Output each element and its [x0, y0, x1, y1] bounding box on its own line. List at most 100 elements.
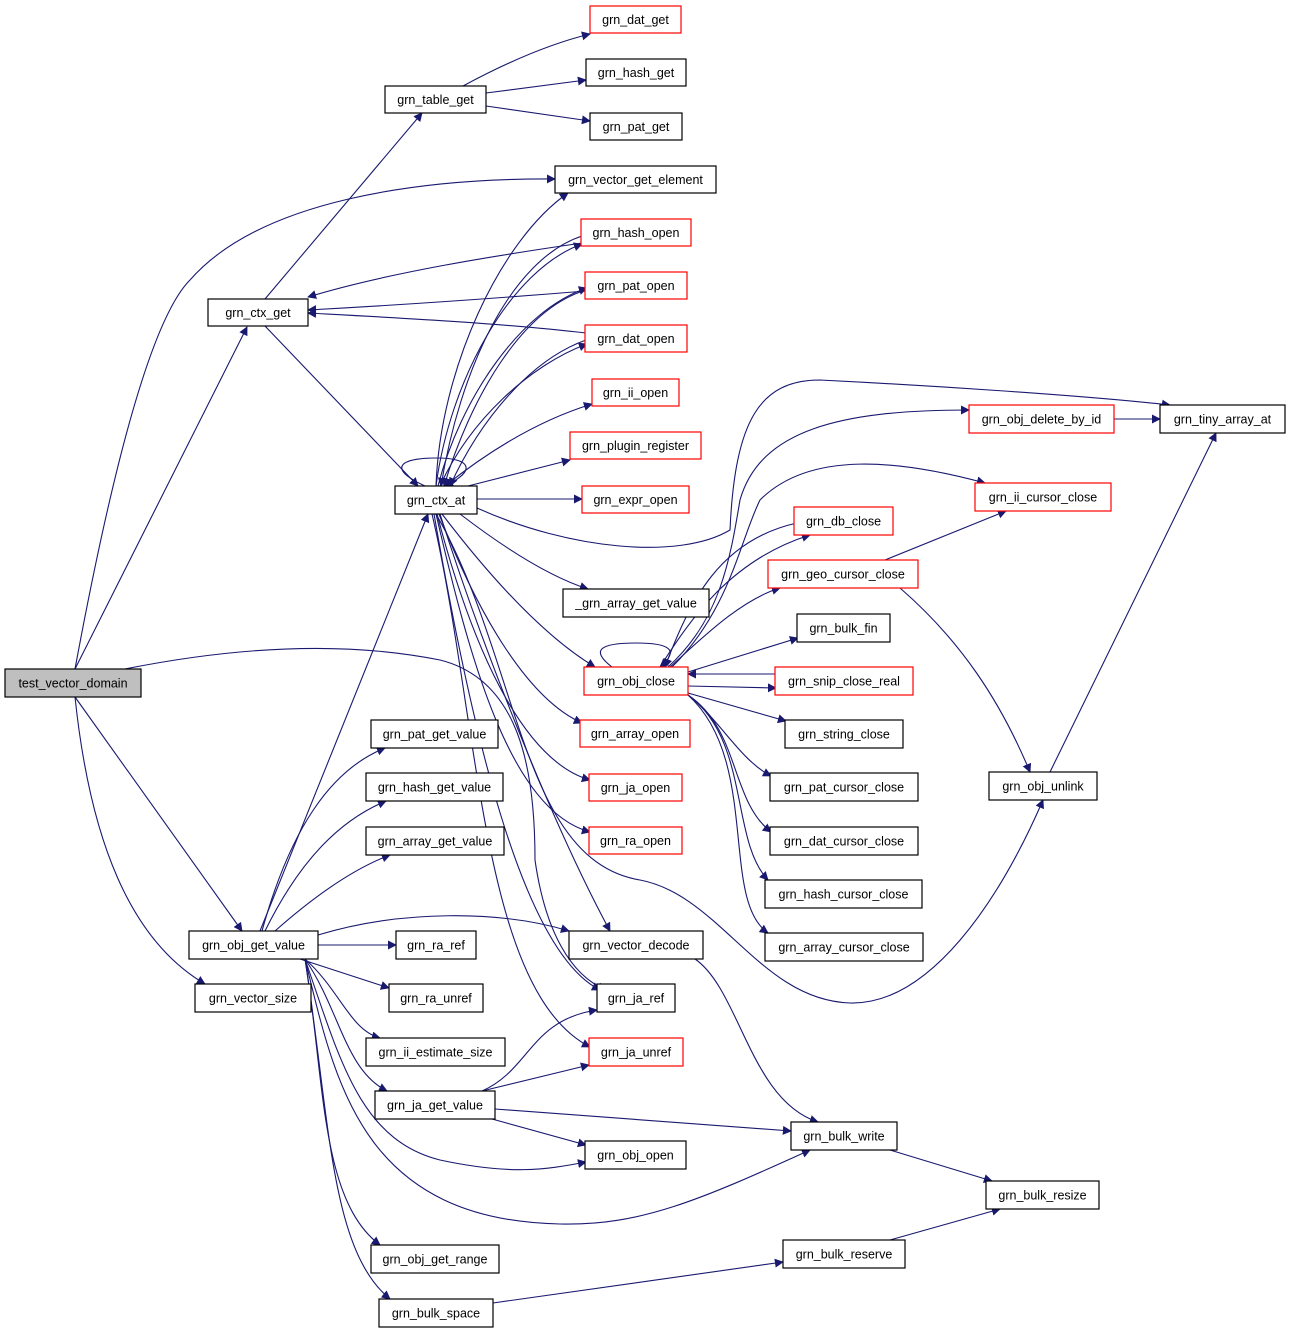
node-box[interactable] — [782, 1239, 906, 1269]
node-box[interactable] — [784, 719, 904, 749]
node-box[interactable] — [378, 1298, 494, 1328]
node-box[interactable] — [588, 773, 683, 802]
node-grn-table-get[interactable]: grn_table_get — [384, 85, 487, 114]
node-grn-hash-get-value[interactable]: grn_hash_get_value — [365, 772, 504, 802]
node-box[interactable] — [591, 378, 680, 407]
node-box[interactable] — [584, 324, 688, 353]
node-grn-vector-decode[interactable]: grn_vector_decode — [568, 930, 704, 960]
node-grn-obj-get-value[interactable]: grn_obj_get_value — [188, 930, 319, 960]
node-box[interactable] — [365, 1037, 506, 1067]
node-box[interactable] — [568, 930, 704, 960]
node-grn-dat-cursor-close[interactable]: grn_dat_cursor_close — [769, 826, 919, 856]
node-grn-obj-unlink[interactable]: grn_obj_unlink — [988, 771, 1098, 801]
node-box[interactable] — [596, 983, 676, 1013]
node-box[interactable] — [764, 932, 924, 962]
node-box[interactable] — [370, 1244, 500, 1274]
node-box[interactable] — [569, 431, 702, 460]
node-box[interactable] — [769, 772, 919, 802]
node-box[interactable] — [974, 482, 1112, 512]
node-box[interactable] — [388, 983, 484, 1013]
node-box[interactable] — [985, 1180, 1100, 1210]
node-grn-hash-open[interactable]: grn_hash_open — [580, 218, 692, 247]
node-box[interactable] — [554, 165, 717, 194]
node-test-vector-domain[interactable]: test_vector_domain — [4, 668, 142, 698]
node-box[interactable] — [581, 485, 690, 514]
node-grn-ja-ref[interactable]: grn_ja_ref — [596, 983, 676, 1013]
node-grn-dat-open[interactable]: grn_dat_open — [584, 324, 688, 353]
node-box[interactable] — [365, 826, 505, 856]
node-box[interactable] — [790, 1121, 898, 1151]
node-grn-ii-estimate-size[interactable]: grn_ii_estimate_size — [365, 1037, 506, 1067]
node-box[interactable] — [562, 588, 710, 618]
node-grn-tiny-array-at[interactable]: grn_tiny_array_at — [1159, 404, 1286, 434]
node-box[interactable] — [793, 506, 894, 536]
node-box[interactable] — [968, 404, 1115, 434]
node-grn-db-close[interactable]: grn_db_close — [793, 506, 894, 536]
node-box[interactable] — [584, 271, 688, 300]
node-grn-dat-get[interactable]: grn_dat_get — [589, 5, 682, 34]
node-grn-obj-close[interactable]: grn_obj_close — [583, 666, 689, 696]
node-grn-hash-cursor-close[interactable]: grn_hash_cursor_close — [764, 879, 923, 909]
node-box[interactable] — [764, 879, 923, 909]
node-box[interactable] — [583, 666, 689, 696]
node-grn-pat-open[interactable]: grn_pat_open — [584, 271, 688, 300]
node-grn-obj-open[interactable]: grn_obj_open — [584, 1140, 687, 1170]
node-box[interactable] — [588, 826, 683, 855]
node-grn-ctx-get[interactable]: grn_ctx_get — [207, 298, 309, 327]
node-grn-ra-ref[interactable]: grn_ra_ref — [395, 930, 477, 960]
node-grn-vector-get-element[interactable]: grn_vector_get_element — [554, 165, 717, 194]
node-grn-ja-unref[interactable]: grn_ja_unref — [588, 1037, 684, 1067]
node-grn-plugin-register[interactable]: grn_plugin_register — [569, 431, 702, 460]
node-box[interactable] — [194, 983, 312, 1013]
node-box[interactable] — [774, 666, 914, 696]
node-box[interactable] — [588, 1037, 684, 1067]
node-box[interactable] — [188, 930, 319, 960]
node-box[interactable] — [580, 218, 692, 247]
node-grn-ii-cursor-close[interactable]: grn_ii_cursor_close — [974, 482, 1112, 512]
node-grn-array-open[interactable]: grn_array_open — [579, 719, 691, 748]
node-grn-obj-delete-by-id[interactable]: grn_obj_delete_by_id — [968, 404, 1115, 434]
node-grn-array-get-value[interactable]: grn_array_get_value — [365, 826, 505, 856]
node-grn-pat-get-value[interactable]: grn_pat_get_value — [370, 719, 499, 749]
node-box[interactable] — [589, 5, 682, 34]
node-box[interactable] — [394, 485, 478, 515]
node-grn-ja-open[interactable]: grn_ja_open — [588, 773, 683, 802]
node-grn-bulk-write[interactable]: grn_bulk_write — [790, 1121, 898, 1151]
node-box[interactable] — [988, 771, 1098, 801]
node-grn-geo-cursor-close[interactable]: grn_geo_cursor_close — [767, 559, 919, 589]
node-grn-ra-open[interactable]: grn_ra_open — [588, 826, 683, 855]
node-box[interactable] — [1159, 404, 1286, 434]
node-grn-bulk-fin[interactable]: grn_bulk_fin — [796, 613, 891, 643]
node-box[interactable] — [767, 559, 919, 589]
node-grn-expr-open[interactable]: grn_expr_open — [581, 485, 690, 514]
node-grn-bulk-space[interactable]: grn_bulk_space — [378, 1298, 494, 1328]
node-grn-ja-get-value[interactable]: grn_ja_get_value — [374, 1090, 496, 1120]
node-box[interactable] — [207, 298, 309, 327]
node-box[interactable] — [796, 613, 891, 643]
node-grn-obj-get-range[interactable]: grn_obj_get_range — [370, 1244, 500, 1274]
node-grn-ra-unref[interactable]: grn_ra_unref — [388, 983, 484, 1013]
node-box[interactable] — [4, 668, 142, 698]
node-box[interactable] — [374, 1090, 496, 1120]
node-box[interactable] — [584, 1140, 687, 1170]
node-box[interactable] — [384, 85, 487, 114]
node-grn-pat-get[interactable]: grn_pat_get — [589, 112, 683, 141]
node-grn-bulk-resize[interactable]: grn_bulk_resize — [985, 1180, 1100, 1210]
node-grn-ctx-at[interactable]: grn_ctx_at — [394, 485, 478, 515]
node-grn-ii-open[interactable]: grn_ii_open — [591, 378, 680, 407]
node-box[interactable] — [395, 930, 477, 960]
node-box[interactable] — [589, 112, 683, 141]
node--grn-array-get-value[interactable]: _grn_array_get_value — [562, 588, 710, 618]
node-box[interactable] — [370, 719, 499, 749]
node-grn-array-cursor-close[interactable]: grn_array_cursor_close — [764, 932, 924, 962]
node-box[interactable] — [585, 58, 687, 87]
node-grn-pat-cursor-close[interactable]: grn_pat_cursor_close — [769, 772, 919, 802]
node-grn-hash-get[interactable]: grn_hash_get — [585, 58, 687, 87]
node-box[interactable] — [365, 772, 504, 802]
node-grn-snip-close-real[interactable]: grn_snip_close_real — [774, 666, 914, 696]
node-box[interactable] — [769, 826, 919, 856]
node-grn-vector-size[interactable]: grn_vector_size — [194, 983, 312, 1013]
node-grn-string-close[interactable]: grn_string_close — [784, 719, 904, 749]
node-grn-bulk-reserve[interactable]: grn_bulk_reserve — [782, 1239, 906, 1269]
node-box[interactable] — [579, 719, 691, 748]
